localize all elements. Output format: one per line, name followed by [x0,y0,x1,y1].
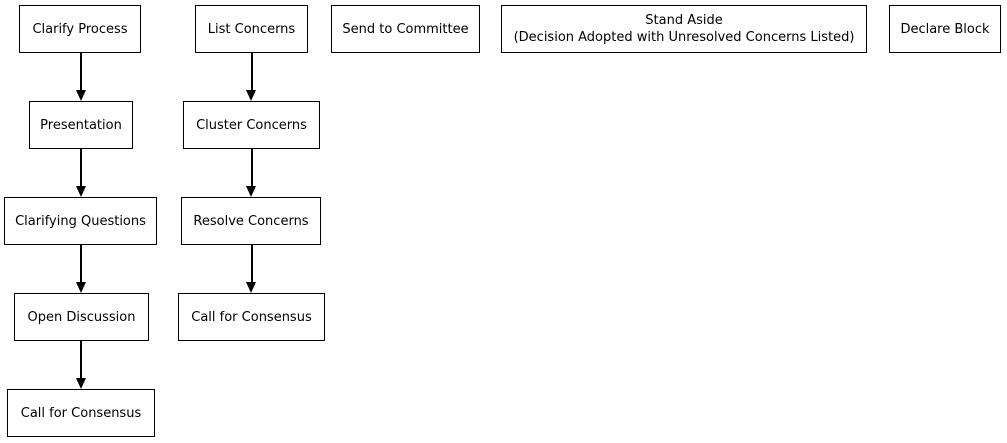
arrowhead-down-icon [75,282,86,293]
node-call-for-consensus-concerns: Call for Consensus [178,293,325,341]
arrow-questions-to-discussion [75,245,87,293]
node-cluster-concerns: Cluster Concerns [183,101,320,149]
arrow-shaft [80,53,82,90]
arrowhead-down-icon [75,378,86,389]
node-clarify-process: Clarify Process [19,5,141,53]
arrowhead-down-icon [246,282,256,293]
arrow-shaft [250,53,253,90]
node-declare-block: Declare Block [889,5,1001,53]
node-list-concerns: List Concerns [195,5,308,53]
node-label: Declare Block [900,21,990,37]
node-clarifying-questions: Clarifying Questions [4,197,157,245]
node-label: List Concerns [207,21,296,37]
node-label: Call for Consensus [191,309,312,325]
node-call-for-consensus-main: Call for Consensus [7,389,155,437]
arrow-resolve-to-call [246,245,257,293]
node-label-line1: Stand Aside [645,13,723,28]
node-open-discussion: Open Discussion [14,293,149,341]
arrow-shaft [80,149,82,186]
node-label: Send to Committee [342,21,469,37]
node-stand-aside: Stand Aside (Decision Adopted with Unres… [501,5,867,53]
node-label: Clarifying Questions [15,213,146,229]
node-label: Clarify Process [32,21,128,37]
node-label: Open Discussion [27,309,136,325]
arrowhead-down-icon [75,186,86,197]
node-resolve-concerns: Resolve Concerns [181,197,321,245]
arrow-clarify-to-presentation [75,53,87,101]
arrowhead-down-icon [75,90,86,101]
arrow-shaft [80,341,82,378]
arrow-discussion-to-call [75,341,87,389]
arrow-presentation-to-questions [75,149,87,197]
arrow-shaft [250,149,253,186]
node-label: Call for Consensus [20,405,142,421]
node-presentation: Presentation [29,101,133,149]
node-label: Cluster Concerns [196,117,307,133]
node-label: Resolve Concerns [193,213,309,229]
arrow-cluster-to-resolve [246,149,257,197]
arrowhead-down-icon [246,186,256,197]
arrow-shaft [250,245,253,282]
arrowhead-down-icon [246,90,256,101]
node-label-line2: (Decision Adopted with Unresolved Concer… [513,30,855,45]
node-label: Presentation [40,117,122,133]
node-send-to-committee: Send to Committee [331,5,480,53]
arrow-shaft [80,245,82,282]
arrow-list-to-cluster [246,53,257,101]
